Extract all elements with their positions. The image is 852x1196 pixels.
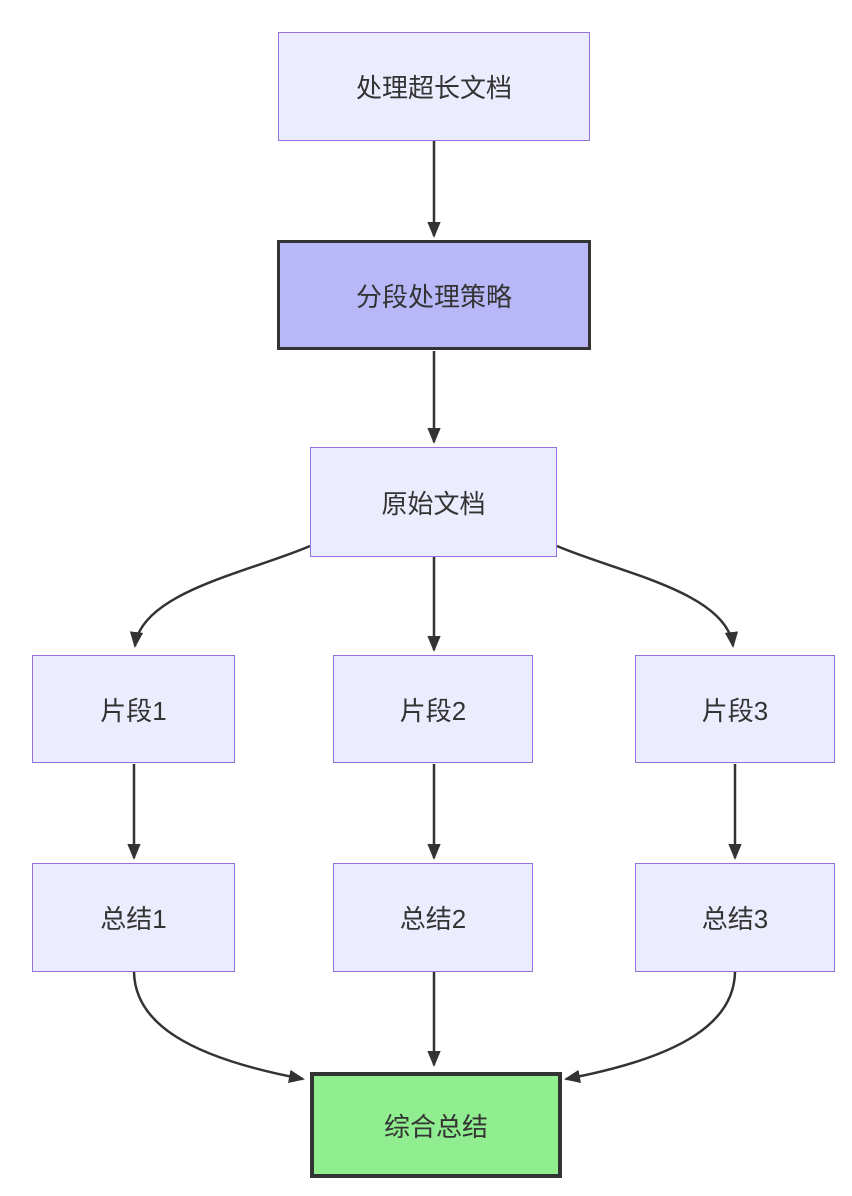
node-label: 处理超长文档	[355, 73, 512, 103]
node-fragment-2: 片段2	[333, 655, 533, 763]
edge-S3-F	[564, 971, 737, 1083]
node-label: 片段2	[399, 695, 467, 726]
node-label: 总结3	[701, 904, 769, 934]
node-label: 片段1	[100, 695, 167, 726]
node-label: 分段处理策略	[355, 281, 512, 312]
edge-S1-F	[132, 971, 305, 1083]
node-label: 总结2	[399, 904, 467, 934]
node-label: 片段3	[701, 695, 769, 726]
node-summary-2: 总结2	[333, 863, 533, 972]
node-fragment-3: 片段3	[635, 655, 835, 763]
node-summary-3: 总结3	[635, 863, 835, 972]
node-final-summary: 综合总结	[310, 1072, 562, 1178]
edge-C-D1	[129, 544, 311, 648]
node-fragment-1: 片段1	[32, 655, 235, 763]
node-summary-1: 总结1	[32, 863, 235, 972]
node-process-long-doc: 处理超长文档	[278, 32, 590, 141]
node-label: 总结1	[100, 904, 167, 934]
node-label: 综合总结	[383, 1111, 488, 1142]
edge-C-D3	[556, 544, 739, 648]
node-original-doc: 原始文档	[310, 447, 557, 557]
node-label: 原始文档	[381, 488, 486, 519]
node-segment-strategy: 分段处理策略	[277, 240, 591, 350]
